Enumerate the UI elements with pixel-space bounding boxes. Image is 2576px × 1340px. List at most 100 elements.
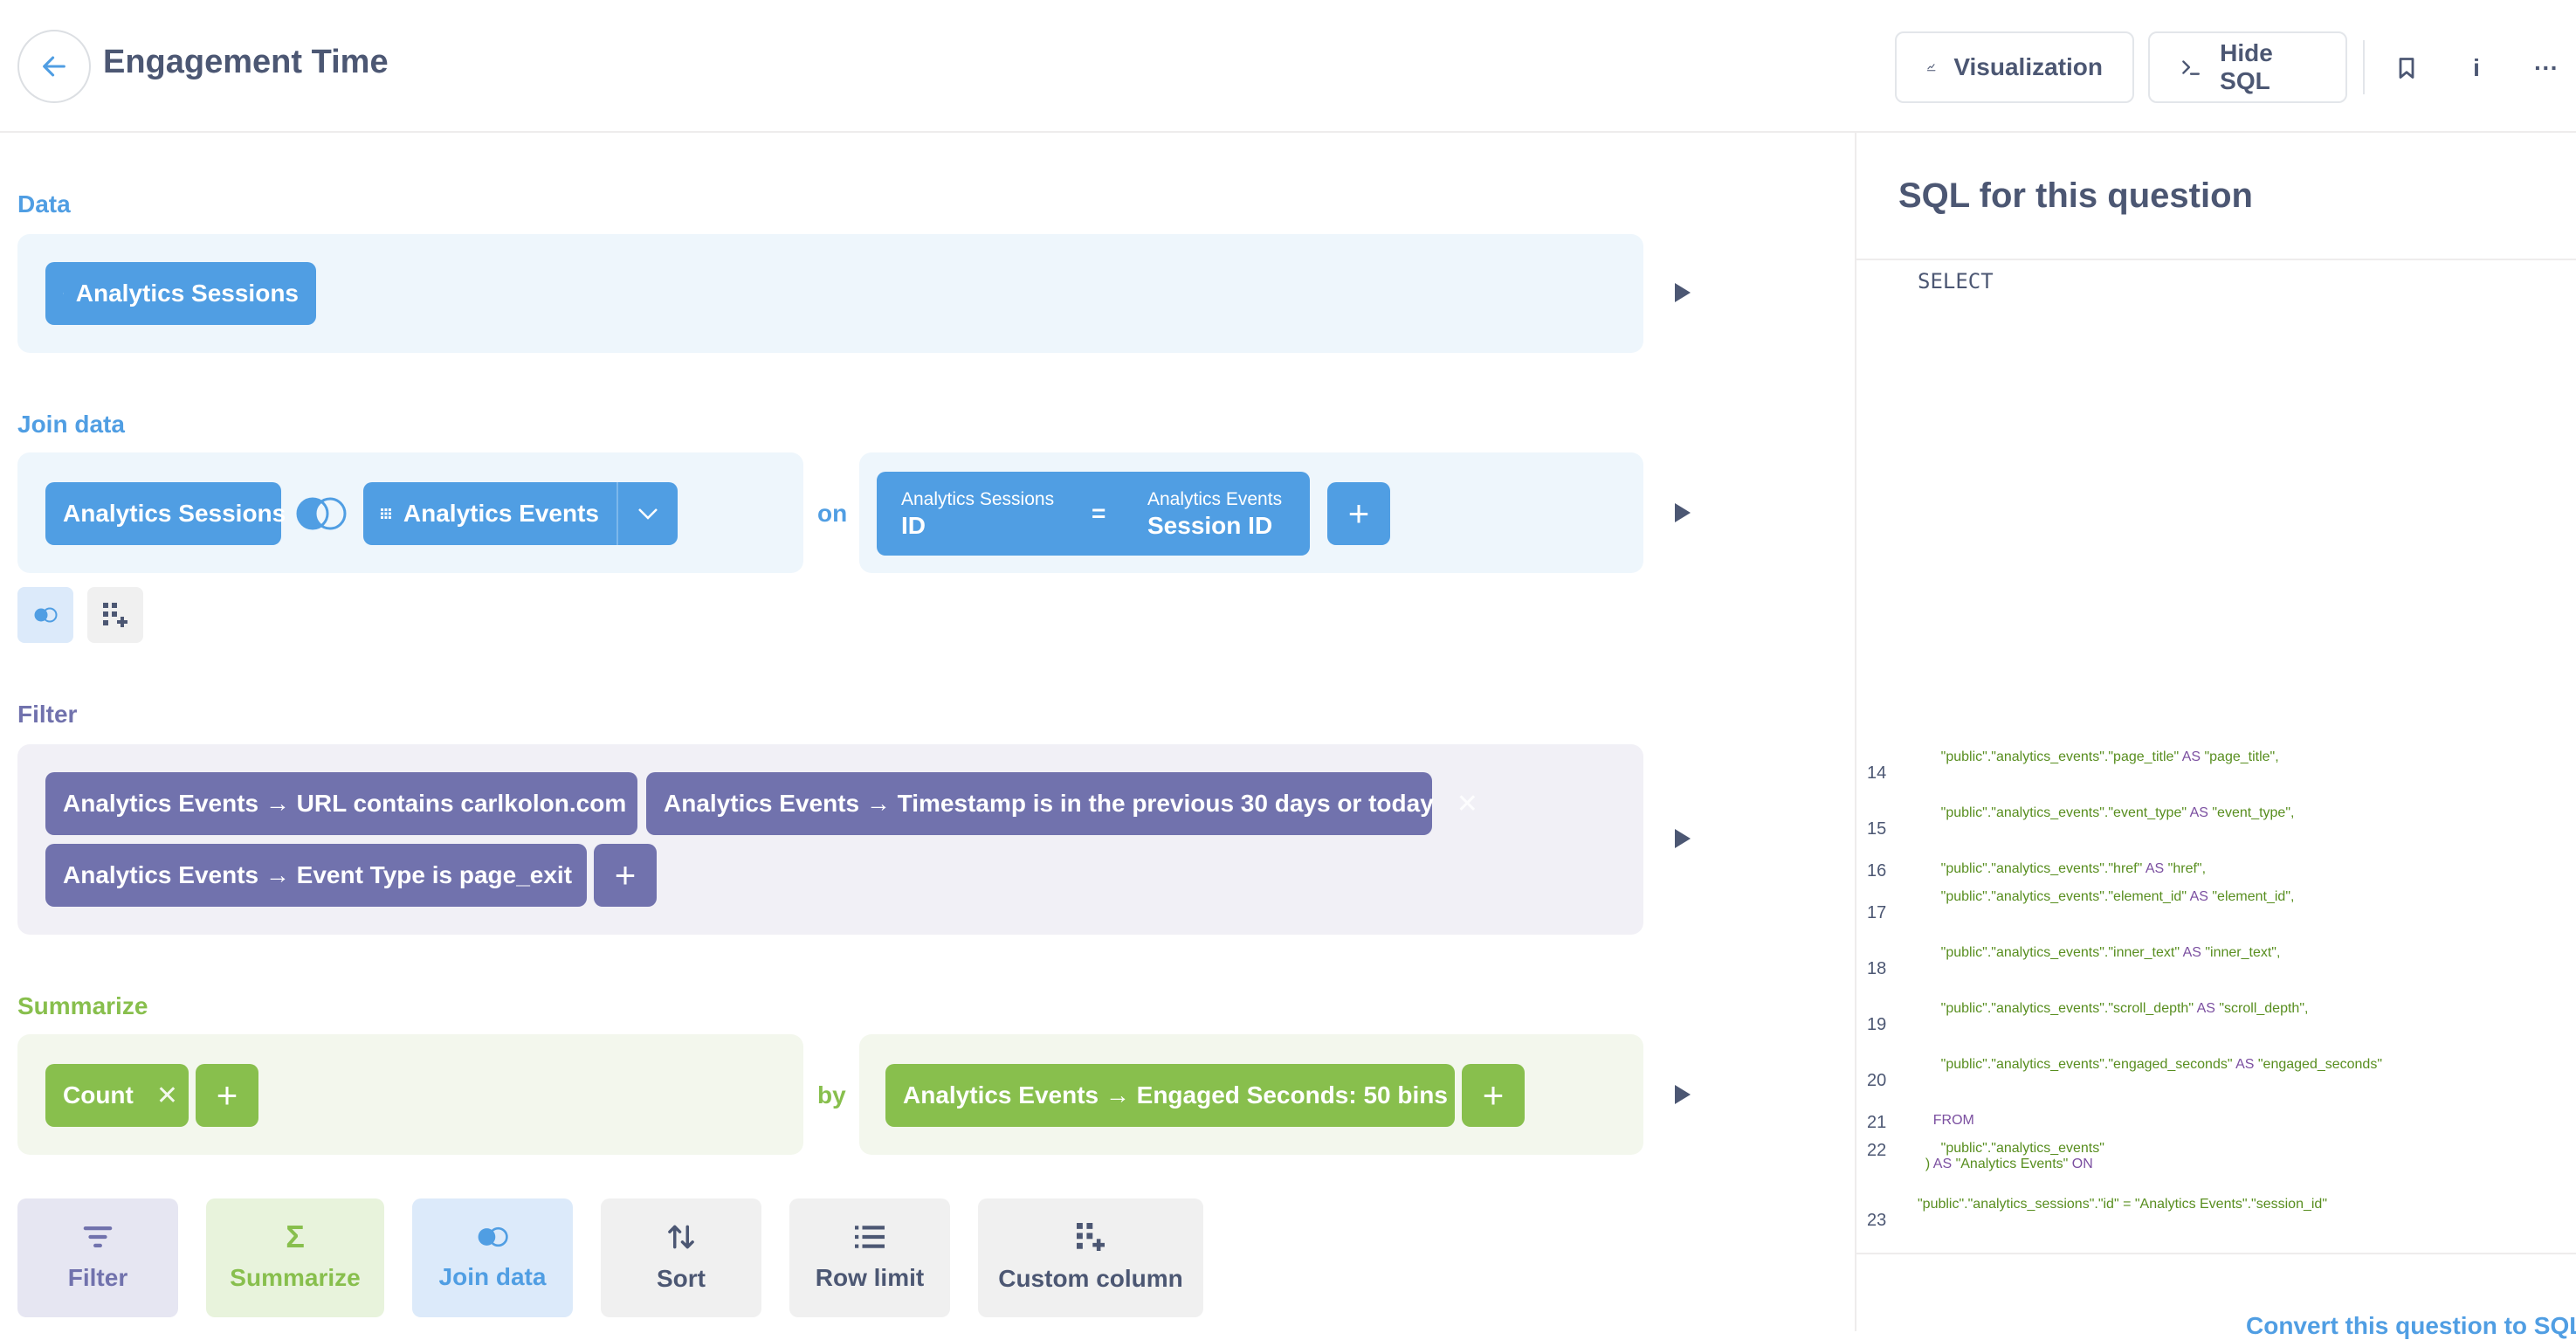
hide-sql-label: Hide SQL [2220,39,2316,95]
sort-icon [665,1223,697,1251]
bookmark-button[interactable] [2382,44,2431,93]
filter-pill-url[interactable]: Analytics Events → URL contains carlkolo… [45,772,637,835]
line-number: 15 [1867,819,1893,839]
row-limit-action-label: Row limit [816,1264,924,1292]
more-icon: ··· [2534,54,2559,82]
add-column-icon [103,603,127,627]
custom-column-step-button[interactable] [87,587,143,643]
back-button[interactable] [17,30,91,103]
sql-panel-title: SQL for this question [1898,176,2253,216]
join-right-table-label: Analytics Events [403,500,599,528]
sort-action-button[interactable]: Sort [601,1198,761,1317]
sql-keyword: AS [2146,861,2164,876]
condition-left-table: Analytics Sessions [901,489,1054,510]
list-icon [855,1224,885,1250]
filter-pill-timestamp[interactable]: Analytics Events → Timestamp is in the p… [646,772,1432,835]
table-grid-icon [63,284,64,303]
add-join-condition-button[interactable]: + [1327,482,1390,545]
sql-code-text: "public"."analytics_events" ) AS "Analyt… [1918,1141,2573,1172]
line-number: 22 [1867,1141,1893,1161]
summarize-action-label: Summarize [230,1264,360,1292]
filter-action-label: Filter [68,1264,127,1292]
more-button[interactable]: ··· [2522,44,2571,93]
join-left-table-pill[interactable]: Analytics Sessions [45,482,281,545]
sql-code-text: "public"."analytics_events"."event_type"… [1918,805,2573,821]
visualization-label: Visualization [1953,53,2103,81]
info-button[interactable]: i [2452,44,2501,93]
metric-pill-count[interactable]: Count ✕ [45,1064,189,1127]
sql-code-text: "public"."analytics_events"."inner_text"… [1918,945,2573,961]
filter-url-label: Analytics Events → URL contains carlkolo… [63,790,626,818]
sql-select-keyword: SELECT [1918,269,1994,294]
chevron-down-icon [637,507,659,521]
sql-sidebar: SQL for this question SELECT 14 "public"… [1855,133,2576,1331]
sql-footer-divider [1856,1253,2576,1254]
sql-code-text: "public"."analytics_events"."href" AS "h… [1918,861,2573,877]
line-number: 18 [1867,959,1893,979]
sigma-icon: Σ [286,1224,305,1250]
hide-sql-button[interactable]: Hide SQL [2148,31,2347,103]
join-table-dropdown[interactable] [616,482,678,545]
preview-filter-arrow[interactable] [1675,829,1691,848]
sql-keyword: AS [2182,749,2201,764]
data-table-label: Analytics Sessions [76,280,299,307]
sql-keyword: AS [2190,805,2208,820]
add-filter-button[interactable]: + [594,844,657,907]
preview-join-arrow[interactable] [1675,503,1691,522]
summarize-action-button[interactable]: Σ Summarize [206,1198,384,1317]
filter-icon [83,1224,113,1250]
sql-code-text: "public"."analytics_events"."scroll_dept… [1918,1001,2573,1017]
breakout-label: Analytics Events → Engaged Seconds: 50 b… [903,1081,1448,1109]
filter-timestamp-label: Analytics Events → Timestamp is in the p… [664,790,1434,818]
join-action-button[interactable]: Join data [412,1198,573,1317]
plus-icon: + [615,854,637,896]
sql-code-text: "public"."analytics_events"."element_id"… [1918,889,2573,905]
left-join-icon[interactable] [293,496,349,531]
sql-keyword: AS [1933,1157,1952,1171]
visualization-button[interactable]: Visualization [1895,31,2134,103]
join-step-toggle[interactable] [17,587,73,643]
plus-icon: + [1483,1074,1505,1116]
preview-summarize-arrow[interactable] [1675,1085,1691,1104]
line-chart-icon [1926,54,1936,80]
filter-event-type-label: Analytics Events → Event Type is page_ex… [63,861,572,889]
add-breakout-button[interactable]: + [1462,1064,1525,1127]
plus-icon: + [1348,493,1370,535]
sql-code-text: FROM [1918,1113,2573,1129]
close-icon[interactable]: ✕ [156,1081,178,1111]
sql-keyword: AS [2190,889,2208,904]
query-header: Engagement Time Visualization Hide SQL i… [0,0,2576,133]
table-grid-icon [381,504,391,523]
custom-column-action-label: Custom column [998,1265,1183,1293]
terminal-icon [2180,54,2202,80]
add-metric-button[interactable]: + [196,1064,258,1127]
line-number: 17 [1867,903,1893,923]
breakout-pill[interactable]: Analytics Events → Engaged Seconds: 50 b… [885,1064,1455,1127]
header-divider [2363,40,2365,94]
convert-to-sql-link[interactable]: Convert this question to SQL [2246,1312,2576,1340]
add-column-icon [1077,1223,1105,1251]
close-icon[interactable]: ✕ [1457,789,1478,819]
arrow-left-icon [39,52,69,81]
custom-column-action-button[interactable]: Custom column [978,1198,1203,1317]
condition-right-table: Analytics Events [1147,489,1282,510]
sql-code-text: "public"."analytics_events"."page_title"… [1918,749,2573,765]
summarize-step-label: Summarize [17,992,148,1020]
join-right-table-pill[interactable]: Analytics Events [363,482,616,545]
join-step-label: Join data [17,411,125,439]
filter-action-button[interactable]: Filter [17,1198,178,1317]
sql-code-text: "public"."analytics_events"."engaged_sec… [1918,1057,2573,1073]
metric-count-label: Count [63,1081,134,1109]
preview-data-arrow[interactable] [1675,283,1691,302]
line-number: 19 [1867,1015,1893,1035]
data-table-pill[interactable]: Analytics Sessions [45,262,316,325]
info-icon: i [2473,54,2480,82]
join-condition-pill[interactable]: Analytics Sessions ID = Analytics Events… [877,472,1310,556]
join-left-table-label: Analytics Sessions [63,500,286,528]
sql-code-text: "public"."analytics_sessions"."id" = "An… [1918,1197,2573,1212]
plus-icon: + [217,1074,238,1116]
row-limit-action-button[interactable]: Row limit [789,1198,950,1317]
line-number: 14 [1867,763,1893,784]
join-icon [31,606,59,624]
filter-pill-event-type[interactable]: Analytics Events → Event Type is page_ex… [45,844,587,907]
